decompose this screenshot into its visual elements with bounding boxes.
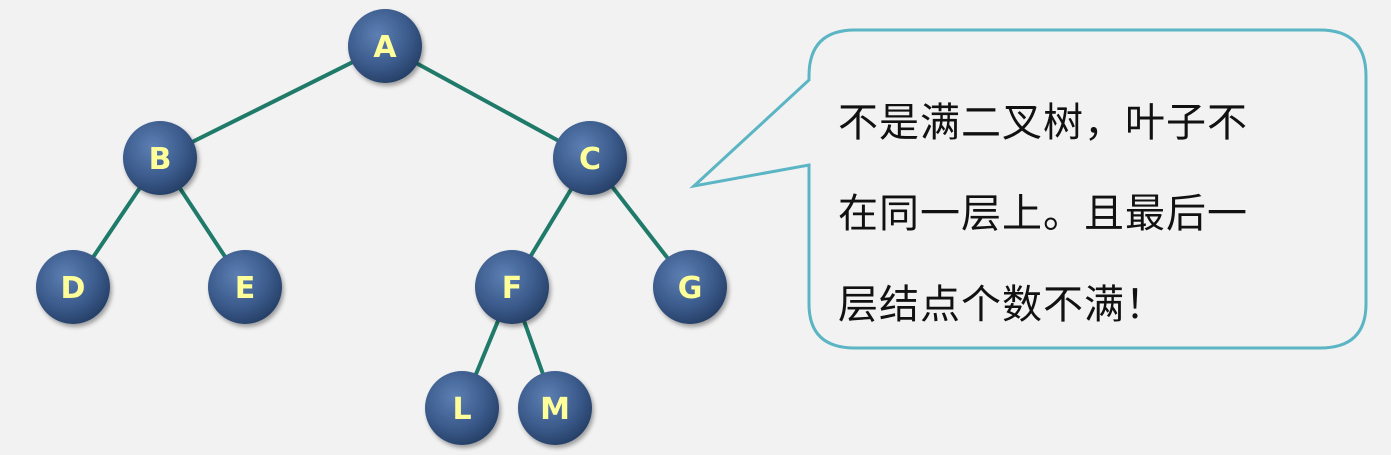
tree-node-E: E — [208, 250, 282, 324]
callout-text: 不是满二叉树，叶子不 在同一层上。且最后一 层结点个数不满！ — [838, 78, 1338, 351]
tree-node-B: B — [123, 121, 197, 195]
edge-A-B — [159, 44, 386, 160]
tree-nodes: A B C D E F G L M — [36, 9, 727, 445]
tree-node-G: G — [653, 250, 727, 324]
callout-line-3: 层结点个数不满！ — [838, 282, 1166, 328]
node-circle-B — [123, 121, 197, 195]
node-label-A: A — [373, 30, 397, 65]
tree-node-C: C — [553, 121, 627, 195]
node-label-F: F — [502, 271, 523, 306]
node-circle-A — [348, 9, 422, 83]
node-circle-F — [475, 250, 549, 324]
callout-line-1: 不是满二叉树，叶子不 — [838, 100, 1248, 146]
edge-A-C — [384, 44, 591, 160]
speech-bubble — [689, 28, 1368, 350]
callout-line-2: 在同一层上。且最后一 — [838, 191, 1248, 237]
tree-node-F: F — [475, 250, 549, 324]
node-label-E: E — [235, 271, 256, 306]
tree-node-M: M — [518, 371, 592, 445]
tree-node-A: A — [348, 9, 422, 83]
node-label-C: C — [579, 142, 601, 177]
node-label-B: B — [149, 142, 172, 177]
node-circle-D — [36, 250, 110, 324]
node-circle-G — [653, 250, 727, 324]
node-circle-M — [518, 371, 592, 445]
node-label-L: L — [452, 392, 471, 427]
tree-node-D: D — [36, 250, 110, 324]
node-label-D: D — [61, 271, 86, 306]
node-circle-C — [553, 121, 627, 195]
node-label-M: M — [540, 392, 570, 427]
tree-edges — [71, 44, 692, 409]
node-label-G: G — [678, 271, 703, 306]
tree-node-L: L — [425, 371, 499, 445]
node-circle-E — [208, 250, 282, 324]
node-circle-L — [425, 371, 499, 445]
